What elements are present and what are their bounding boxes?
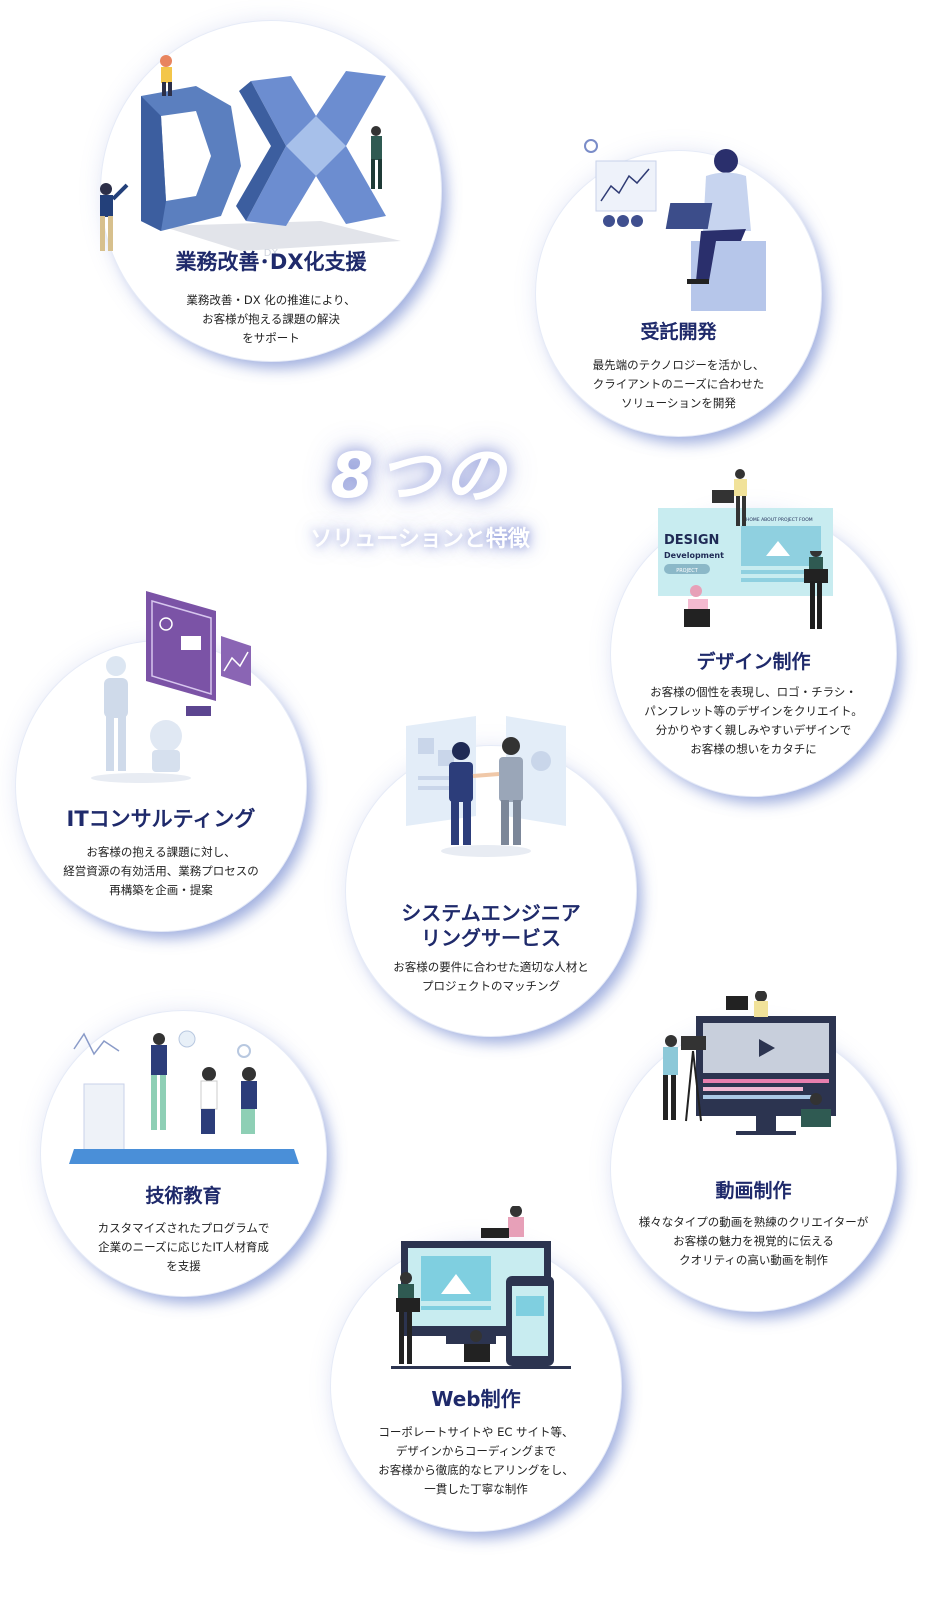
- solution-description: 最先端のテクノロジーを活かし、クライアントのニーズに合わせたソリューションを開発: [592, 358, 765, 410]
- classroom-illustration: [69, 1030, 299, 1164]
- solution-card-design[interactable]: DESIGN Development PROJECT HOME ABOUT PR…: [610, 469, 897, 797]
- nav-text: HOME ABOUT PROJECT FOOM: [746, 517, 813, 523]
- web-devices-illustration: [391, 1206, 571, 1369]
- heading-number: 8つの: [330, 439, 510, 512]
- solution-description: お客様の個性を表現し、ロゴ・チラシ・パンフレット等のデザインをクリエイト。分かり…: [644, 685, 863, 756]
- solution-card-dx[interactable]: DX 業務改善･DX化支援 業務改善・DX 化の推進により、お客様が抱える課題の…: [100, 20, 442, 362]
- solution-description: 様々なタイプの動画を熟練のクリエイターがお客様の魅力を視覚的に伝えるクオリティの…: [638, 1215, 869, 1267]
- solution-card-it-consulting[interactable]: ITコンサルティング お客様の抱える課題に対し、経営資源の有効活用、業務プロセス…: [15, 591, 307, 932]
- solution-card-system-engineering[interactable]: システムエンジニアリングサービス お客様の要件に合わせた適切な人材とプロジェクト…: [345, 716, 637, 1037]
- solution-title: 技術教育: [145, 1185, 222, 1207]
- video-editing-illustration: [663, 991, 836, 1135]
- robot-screens-illustration: [91, 591, 251, 783]
- pointing-person-icon: [100, 183, 129, 251]
- design-text: DESIGN: [664, 533, 719, 548]
- solution-title: デザイン制作: [696, 651, 811, 673]
- project-badge-text: PROJECT: [676, 568, 699, 574]
- solution-title: 受託開発: [640, 321, 717, 343]
- solution-title: ITコンサルティング: [66, 807, 256, 831]
- solution-description: コーポレートサイトや EC サイト等、デザインからコーディングまでお客様から徹底…: [378, 1425, 574, 1496]
- section-heading: 8つの ソリューションと特徴: [270, 425, 570, 553]
- solution-description: お客様の抱える課題に対し、経営資源の有効活用、業務プロセスの再構築を企画・提案: [63, 845, 259, 897]
- solution-card-contract-development[interactable]: 受託開発 最先端のテクノロジーを活かし、クライアントのニーズに合わせたソリューシ…: [535, 139, 822, 437]
- solution-title: システムエンジニアリングサービス: [401, 901, 581, 950]
- handshake-illustration: [406, 716, 566, 857]
- solution-title: Web制作: [431, 1387, 521, 1411]
- solution-title: 業務改善･DX化支援: [175, 250, 367, 274]
- solution-title: 動画制作: [715, 1180, 792, 1202]
- solution-description: カスタマイズされたプログラムで企業のニーズに応じたIT人材育成を支援: [97, 1221, 270, 1273]
- design-board-illustration: DESIGN Development PROJECT HOME ABOUT PR…: [658, 469, 833, 596]
- developer-laptop-illustration: [584, 139, 766, 311]
- solution-description: 業務改善・DX 化の推進により、お客様が抱える課題の解決をサポート: [186, 293, 356, 345]
- development-text: Development: [664, 551, 724, 560]
- dx-illustration: DX: [141, 55, 401, 259]
- solution-card-video-production[interactable]: 動画制作 様々なタイプの動画を熟練のクリエイターがお客様の魅力を視覚的に伝えるク…: [610, 991, 897, 1312]
- solution-description: お客様の要件に合わせた適切な人材とプロジェクトのマッチング: [393, 960, 589, 993]
- heading-subtitle: ソリューションと特徴: [310, 527, 530, 552]
- solution-card-tech-education[interactable]: 技術教育 カスタマイズされたプログラムで企業のニーズに応じたIT人材育成を支援: [40, 1010, 327, 1297]
- solution-card-web-production[interactable]: Web制作 コーポレートサイトや EC サイト等、デザインからコーディングまでお…: [330, 1206, 622, 1532]
- dx-shadow-text: DX: [264, 248, 279, 259]
- designer-people-icon: [684, 551, 828, 629]
